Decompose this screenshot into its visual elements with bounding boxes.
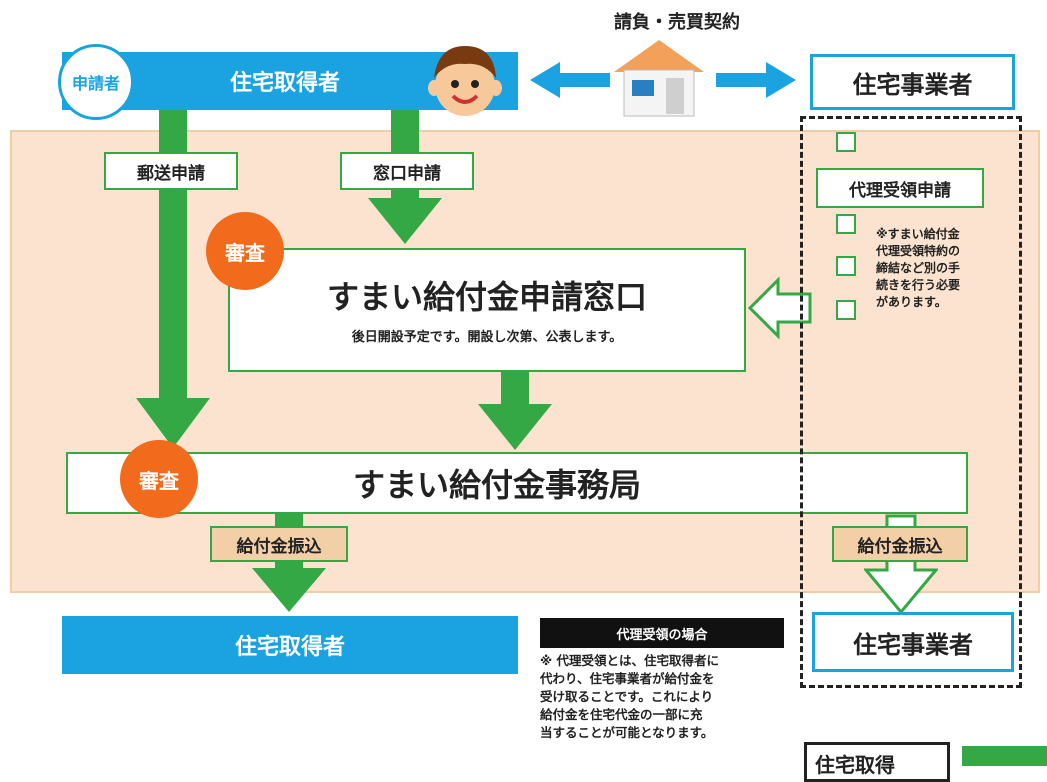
proxy-dashed-frame	[800, 116, 1022, 688]
cutoff-label-box: 住宅取得	[804, 742, 950, 782]
office-title: すまい給付金事務局	[352, 466, 641, 504]
builder-top-box: 住宅事業者	[810, 54, 1015, 110]
application-window-box: すまい給付金申請窓口 後日開設予定です。開設し次第、公表します。	[228, 248, 746, 372]
applicant-badge-label: 申請者	[71, 74, 120, 93]
builder-top-title: 住宅事業者	[852, 70, 973, 99]
application-window-title: すまい給付金申請窓口	[326, 277, 647, 316]
proxy-note-body: ※ 代理受領とは、住宅取得者に 代わり、住宅事業者が給付金を 受け取ることです。…	[540, 653, 720, 740]
proxy-hollow-arrow-icon	[748, 276, 812, 340]
recipient-left-title: 住宅取得者	[234, 635, 345, 660]
recipient-right-title: 住宅事業者	[853, 630, 973, 659]
contract-label: 請負・売買契約	[614, 12, 740, 33]
mail-apply-label: 郵送申請	[104, 152, 238, 190]
house-icon	[614, 40, 704, 117]
window-apply-label: 窓口申請	[340, 152, 474, 190]
contract-arrow-left-icon	[530, 62, 610, 98]
review-badge-window: 審査	[206, 212, 284, 290]
cutoff-green-block	[962, 746, 1047, 766]
contract-arrow-right-icon	[716, 62, 796, 98]
transfer-right-label: 給付金振込	[832, 526, 968, 562]
person-face-icon	[428, 46, 502, 116]
proxy-apply-label: 代理受領申請	[816, 168, 984, 208]
checkbox-icon	[836, 214, 856, 234]
proxy-note-header: 代理受領の場合	[540, 618, 784, 648]
window-to-office-arrow-icon	[478, 372, 552, 450]
proxy-note-header-text: 代理受領の場合	[616, 627, 708, 643]
checkbox-icon	[836, 132, 856, 152]
proxy-note: ※すまい給付金 代理受領特約の 締結など別の手 続きを行う必要 があります。	[876, 227, 961, 309]
review-badge-office: 審査	[120, 440, 198, 518]
recipient-left-bar: 住宅取得者	[62, 616, 518, 674]
transfer-right-arrow-icon	[864, 514, 938, 614]
applicant-badge: 申請者	[58, 44, 134, 120]
application-window-subtitle: 後日開設予定です。開設し次第、公表します。	[351, 329, 623, 345]
recipient-right-box: 住宅事業者	[812, 612, 1014, 672]
applicant-title: 住宅取得者	[229, 71, 340, 96]
checkbox-icon	[836, 300, 856, 320]
transfer-left-label: 給付金振込	[210, 526, 348, 562]
office-bar: すまい給付金事務局	[66, 452, 968, 514]
cutoff-label-text: 住宅取得	[815, 753, 895, 777]
checkbox-icon	[836, 256, 856, 276]
